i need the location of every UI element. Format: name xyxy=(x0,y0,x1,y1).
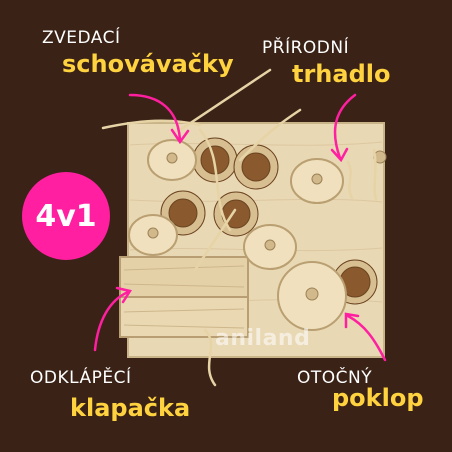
pointer-arrows xyxy=(93,93,387,362)
label-flap: klapačka xyxy=(70,394,191,422)
disc-knobs xyxy=(147,150,387,301)
badge-4in1: 4v1 xyxy=(22,172,110,260)
label-lifting: ZVEDACÍ xyxy=(42,28,121,48)
brand-watermark: aniland xyxy=(215,326,311,351)
sisal-ropes xyxy=(101,68,378,387)
label-folding: ODKLÁPĚCÍ xyxy=(30,368,132,388)
label-tearing-rope: trhadlo xyxy=(292,60,391,88)
flap-planks xyxy=(119,256,249,338)
label-rotating: OTOČNÝ xyxy=(297,368,373,388)
label-hiding-spots: schovávačky xyxy=(62,50,234,78)
label-natural: PŘÍRODNÍ xyxy=(262,38,350,58)
label-lid: poklop xyxy=(332,384,424,412)
